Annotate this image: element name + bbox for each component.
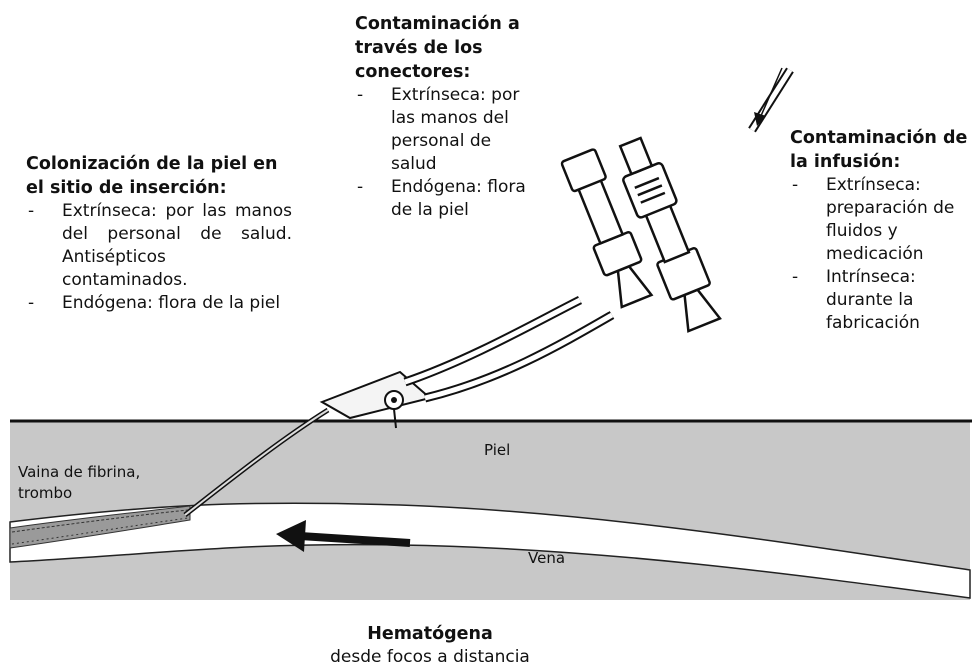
label-vena: Vena [528,549,566,567]
connectors-title: Contaminación a través de los conectores… [355,14,520,82]
connectors-item-1: Extrínseca: por las manos del personal d… [355,84,540,176]
suture-hole [391,397,397,403]
infusion-title: Contaminación de la infusión: [790,128,968,172]
hematogenous-subtitle: desde focos a distancia [330,647,530,667]
hematogenous-title: Hematógena [367,624,493,644]
fibrin-sheath-texture-2 [11,517,189,545]
suture-thread [393,408,397,429]
blood-flow-arrow [299,532,411,547]
skin-list: Extrínseca: por las manos del personal d… [26,200,292,315]
infusion-item-1: Extrínseca: preparación de fluidos y med… [790,174,974,266]
connectors-callout: Contaminación a través de los conectores… [355,12,540,222]
extension-line-2-inner [424,312,614,401]
skin-item-2: Endógena: flora de la piel [26,292,292,315]
extension-line-1-inner [404,297,582,385]
label-fibrina: Vaina de fibrina, trombo [18,463,141,502]
fibrin-sheath [9,505,191,549]
connector-right [618,136,722,333]
blood-flow-arrowhead [276,520,306,552]
catheter-subcutaneous-inner [184,409,329,516]
infusion-list: Extrínseca: preparación de fluidos y med… [790,174,974,335]
infusion-callout: Contaminación de la infusión: Extrínseca… [790,126,974,335]
skin-callout: Colonización de la piel en el sitio de i… [26,152,292,315]
connectors-list: Extrínseca: por las manos del personal d… [355,84,540,222]
fibrin-sheath-texture [11,509,189,533]
label-piel: Piel [484,441,511,459]
infusion-item-2: Intrínseca: durante la fabricación [790,266,974,335]
connectors-item-2: Endógena: flora de la piel [355,176,540,222]
hematogenous-callout: Hematógena desde focos a distancia [300,622,560,669]
connector-left [560,148,654,309]
infusion-arrow [759,67,783,119]
skin-title: Colonización de la piel en el sitio de i… [26,154,278,198]
skin-item-1: Extrínseca: por las manos del personal d… [26,200,292,292]
vein [9,502,971,599]
infusion-arrowhead [754,112,766,126]
